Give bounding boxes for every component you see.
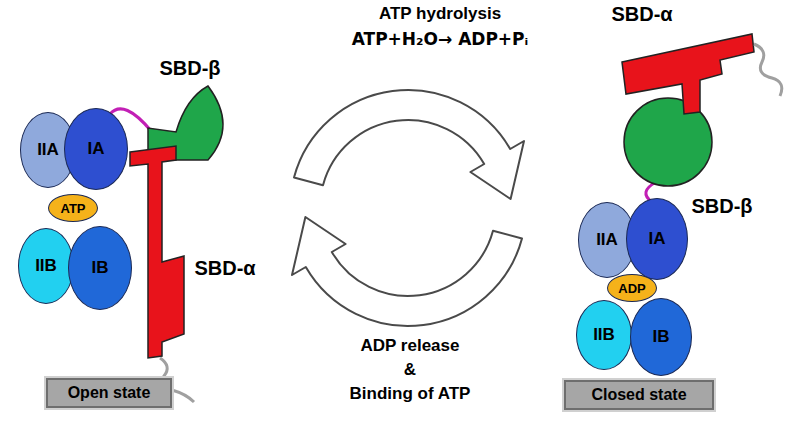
domain-label: SBD-α	[194, 257, 255, 280]
nucleotide-ellipse: ATP	[48, 194, 98, 222]
domain-name: IIB	[35, 256, 57, 276]
state-box: Open state	[46, 378, 172, 408]
state-box: Closed state	[564, 380, 714, 410]
state-name: Closed state	[591, 386, 686, 404]
domain-name: IA	[649, 229, 666, 249]
nucleotide-ellipse: ADP	[607, 274, 657, 302]
domain-label: SBD-α	[611, 3, 672, 26]
domain-label: SBD-β	[159, 57, 220, 80]
process-label: ATP hydrolysis	[379, 4, 501, 24]
state-name: Open state	[68, 384, 151, 402]
domain-name: IIB	[593, 325, 615, 345]
domain-name: IIA	[596, 230, 618, 250]
domain-ellipse: IA	[64, 108, 128, 190]
domain-name: ADP	[618, 281, 645, 296]
domain-ellipse: IB	[68, 226, 132, 310]
domain-ellipse: IIB	[18, 228, 74, 304]
sbd-alpha-shape	[130, 146, 184, 358]
domain-ellipse: IA	[626, 198, 688, 280]
domain-name: IA	[88, 139, 105, 159]
peptide	[754, 44, 782, 96]
domain-label: SBD-β	[691, 195, 752, 218]
domain-ellipse: IIB	[576, 300, 632, 370]
domain-name: IB	[653, 327, 670, 347]
equation-label: ATP+H₂O→ ADP+Pᵢ	[352, 29, 529, 49]
domain-ellipse: IB	[630, 298, 692, 376]
process-label: ADP release	[361, 336, 460, 356]
cycle-arrow-bottom	[292, 217, 522, 326]
process-label: Binding of ATP	[350, 384, 471, 404]
process-label: &	[404, 360, 416, 380]
domain-name: IIA	[37, 140, 59, 160]
sbd-alpha-shape	[622, 34, 754, 114]
cycle-arrow-top	[294, 90, 524, 199]
domain-name: IB	[92, 258, 109, 278]
domain-name: ATP	[60, 201, 85, 216]
